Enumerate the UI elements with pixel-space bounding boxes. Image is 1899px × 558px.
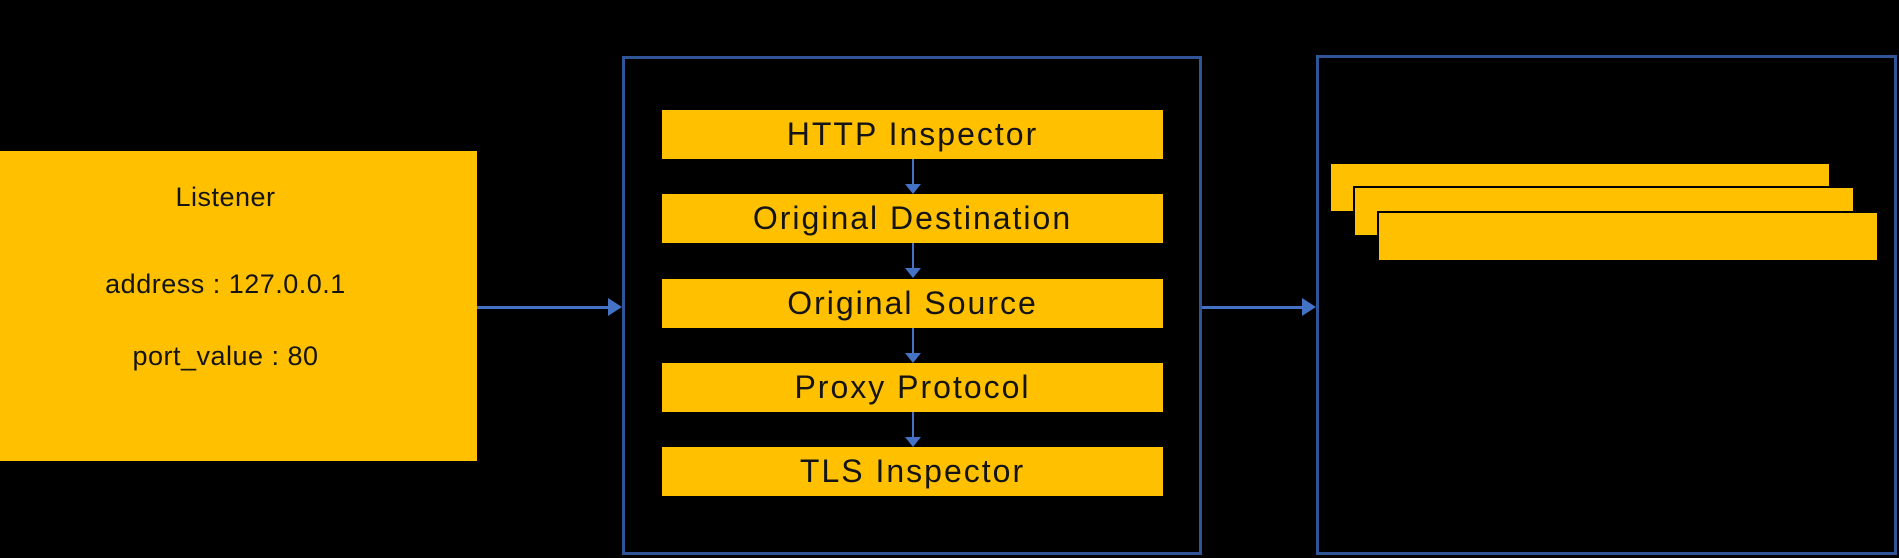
filter-bar-original-source: Original Source <box>662 279 1163 328</box>
arrow-head <box>905 353 921 363</box>
listener-address-line: address : 127.0.0.1 <box>105 269 346 299</box>
filter-bar-original-destination: Original Destination <box>662 194 1163 243</box>
arrow-line <box>912 328 914 353</box>
arrow-line <box>912 159 914 184</box>
arrow-line <box>477 305 608 309</box>
arrow-down-icon <box>898 159 928 194</box>
arrow-right-filters-to-output-icon <box>1202 297 1316 317</box>
arrow-line <box>912 412 914 437</box>
listener-port-line: port_value : 80 <box>132 341 319 371</box>
stack-card <box>1377 211 1879 262</box>
arrow-head <box>905 437 921 447</box>
arrow-line <box>1202 305 1302 309</box>
listener-box: Listener address : 127.0.0.1 port_value … <box>0 151 477 461</box>
filter-bar-http-inspector: HTTP Inspector <box>662 110 1163 159</box>
output-stack-box <box>1316 55 1897 555</box>
listener-title: Listener <box>175 182 276 212</box>
arrow-head <box>1302 298 1316 316</box>
arrow-right-listener-to-filters-icon <box>477 297 622 317</box>
arrow-down-icon <box>898 412 928 447</box>
filter-bar-proxy-protocol: Proxy Protocol <box>662 363 1163 412</box>
arrow-head <box>905 184 921 194</box>
listener-filters-box: HTTP Inspector Original Destination Orig… <box>622 56 1202 555</box>
arrow-line <box>912 243 914 268</box>
filter-bar-tls-inspector: TLS Inspector <box>662 447 1163 496</box>
arrow-head <box>608 298 622 316</box>
arrow-down-icon <box>898 243 928 278</box>
arrow-down-icon <box>898 328 928 363</box>
arrow-head <box>905 268 921 278</box>
